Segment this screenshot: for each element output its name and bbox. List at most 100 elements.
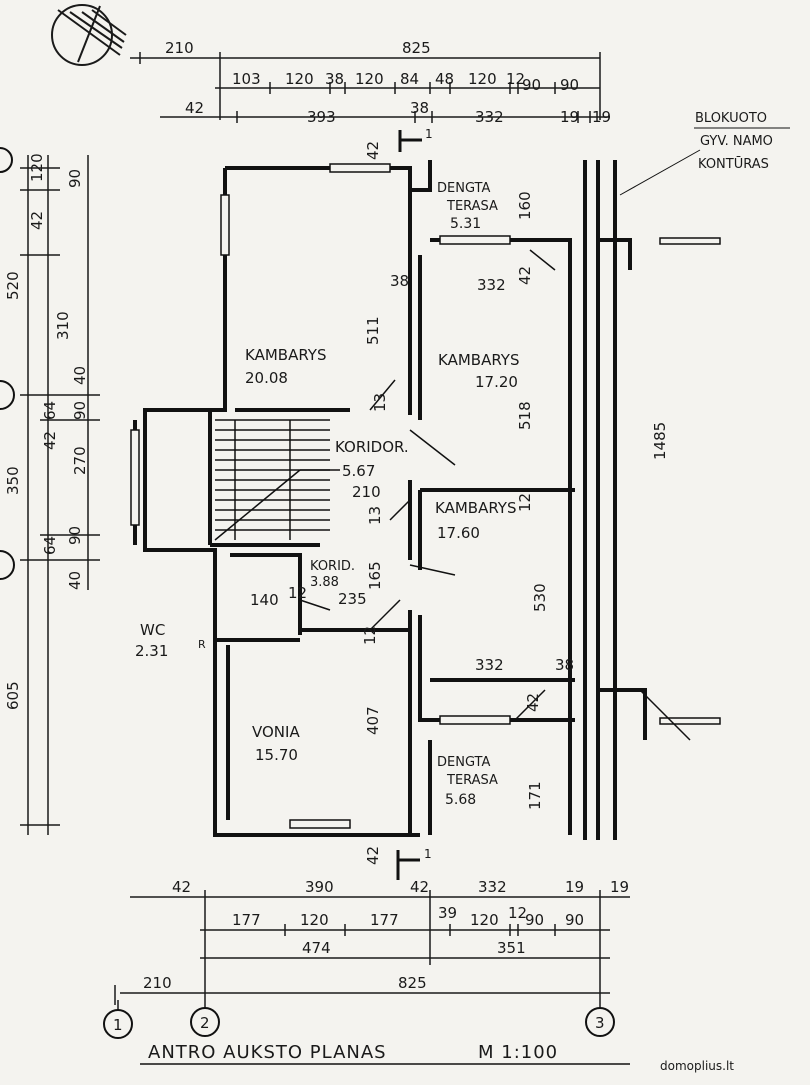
dim-text: 13 [366,506,384,525]
dim-text: 19 [610,878,629,896]
dim-text: 120 [300,911,329,929]
watermark: domoplius.lt [660,1059,734,1073]
section-mark-label: 1 [425,127,433,141]
axis-label-3: 3 [595,1014,605,1032]
dim-text: 38 [410,99,429,117]
dim-text: 103 [232,70,261,88]
room-terasa-top-name2: TERASA [446,199,498,214]
room-terasa-bottom-area: 5.68 [445,792,476,808]
dim-text: 90 [565,911,584,929]
dim-text: 48 [435,70,454,88]
dim-text: 160 [516,191,534,220]
dim-text: 210 [352,483,381,501]
dim-text: 530 [531,583,549,612]
dim-text: 310 [54,311,72,340]
room-terasa-top-area: 5.31 [450,216,481,232]
dim-text: 120 [285,70,314,88]
dim-text: 38 [325,70,344,88]
dim-text: 270 [71,446,89,475]
staircase [214,419,340,541]
dim-text: 90 [66,169,84,188]
dim-text: 42 [172,878,191,896]
dim-text: 332 [478,878,507,896]
room-korid-name: KORID. [310,559,355,574]
axis-label-1: 1 [113,1016,123,1034]
dim-text: 165 [366,561,384,590]
dim-text: R [198,638,206,651]
dim-text: 210 [143,974,172,992]
axis-label-2: 2 [200,1014,210,1032]
dim-text: 19 [560,108,579,126]
dim-text: 19 [565,878,584,896]
dim-text: 90 [522,76,541,94]
note-line: GYV. NAMO [700,134,773,149]
room-kambarys-right-mid-name: KAMBARYS [435,499,516,517]
dim-text: 12 [508,904,527,922]
dim-text: 474 [302,939,331,957]
dim-top-825: 825 [402,39,431,57]
dim-text: 332 [475,108,504,126]
dim-text: 64 [41,401,59,420]
axis-circle-2 [190,1007,220,1037]
dim-text: 177 [232,911,261,929]
section-mark-label: 1 [424,847,432,861]
dim-text: 120 [468,70,497,88]
dim-text: 177 [370,911,399,929]
room-kambarys-right-mid-area: 17.60 [437,524,480,542]
dim-text: 39 [438,904,457,922]
room-koridor-area: 5.67 [342,462,375,480]
room-vonia-name: VONIA [252,723,300,741]
dim-text: 42 [524,693,542,712]
dim-text: 825 [398,974,427,992]
room-terasa-bottom-name2: TERASA [446,773,498,788]
room-labels: KAMBARYS 20.08 KAMBARYS 17.20 KAMBARYS 1… [135,181,519,808]
room-kambarys-right-top-area: 17.20 [475,373,518,391]
dim-text: 120 [355,70,384,88]
dim-text: 393 [307,108,336,126]
dim-text: 120 [470,911,499,929]
dim-text: 90 [71,401,89,420]
plan-title: ANTRO AUKSTO PLANAS [148,1042,387,1063]
dim-text: 1485 [651,422,669,460]
dim-text: 332 [477,276,506,294]
room-kambarys-left-name: KAMBARYS [245,346,326,364]
room-vonia-area: 15.70 [255,746,298,764]
dim-text: 40 [66,571,84,590]
note-line: BLOKUOTO [695,111,767,126]
dim-text: 12 [516,493,534,512]
dim-text: 19 [592,108,611,126]
room-wc-area: 2.31 [135,642,168,660]
room-terasa-bottom-name1: DENGTA [437,755,490,770]
room-kambarys-right-top-name: KAMBARYS [438,351,519,369]
dim-text: 42 [364,141,382,160]
dim-text: 42 [28,211,46,230]
dim-text: 520 [4,271,22,300]
axis-labels: 1 2 3 [113,1014,605,1034]
dim-text: 12 [506,70,525,88]
room-kambarys-left-area: 20.08 [245,369,288,387]
dim-text: 90 [560,76,579,94]
note-line: KONTŪRAS [698,157,769,172]
dim-text: 390 [305,878,334,896]
walls [133,160,647,840]
plan-title-block: ANTRO AUKSTO PLANAS M 1:100 domoplius.lt [140,1042,734,1073]
dim-text: 13 [371,393,389,412]
dim-text: 12 [361,626,379,645]
dim-text: 38 [555,656,574,674]
axis-circle-1 [103,1009,133,1039]
dim-text: 38 [390,272,409,290]
dim-text: 605 [4,681,22,710]
plan-scale: M 1:100 [478,1042,558,1063]
room-terasa-top-name1: DENGTA [437,181,490,196]
dim-text: 120 [28,153,46,182]
windows [130,163,721,829]
room-korid-area: 3.88 [310,575,339,590]
dim-text: 12 [288,584,307,602]
dim-text: 90 [525,911,544,929]
dim-text: 350 [4,466,22,495]
dim-text: 42 [185,99,204,117]
room-wc-name: WC [140,621,165,639]
